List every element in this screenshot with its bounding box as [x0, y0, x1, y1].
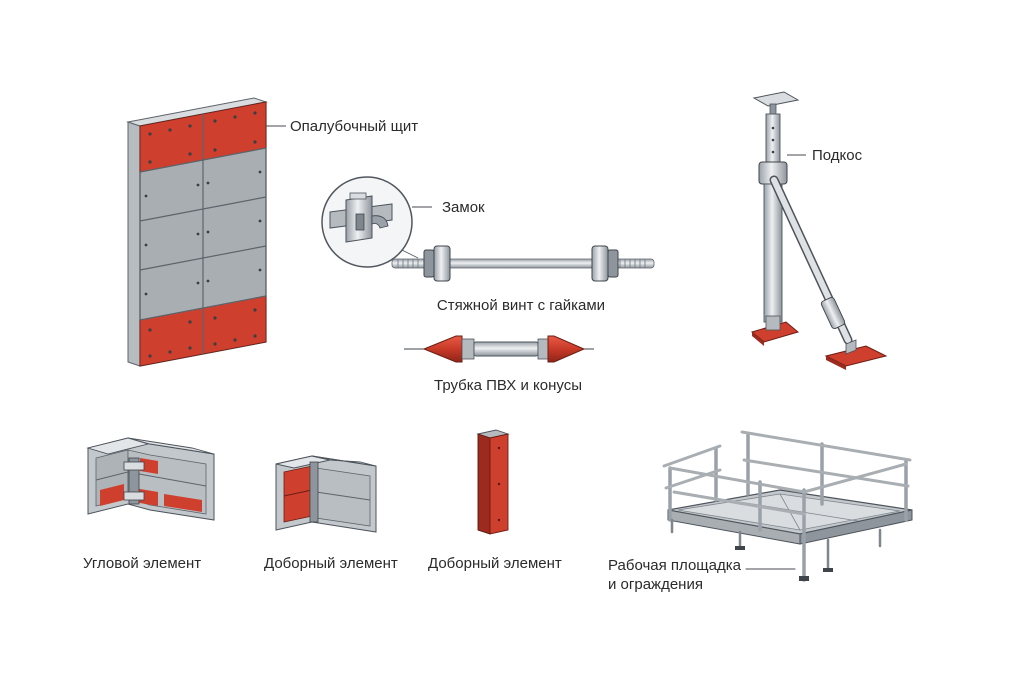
- lock-illustration: [321, 176, 432, 268]
- label-lock: Замок: [442, 199, 485, 216]
- label-platform: Рабочая площадка и ограждения: [608, 557, 741, 593]
- label-formwork-panel: Опалубочный щит: [290, 118, 419, 135]
- label-filler-element-2: Доборный элемент: [428, 555, 562, 572]
- corner-element-illustration: [86, 437, 215, 521]
- tie-rod-illustration: [391, 245, 655, 282]
- platform-illustration: [662, 430, 913, 582]
- filler-element-1-illustration: [275, 455, 377, 533]
- formwork-panel-illustration: [126, 97, 286, 367]
- brace-illustration: [750, 91, 888, 370]
- label-corner-element: Угловой элемент: [83, 555, 202, 572]
- label-tie-rod: Стяжной винт с гайками: [436, 297, 606, 314]
- pvc-tube-illustration: [404, 335, 594, 363]
- label-filler-element-1: Доборный элемент: [264, 555, 398, 572]
- label-brace: Подкос: [812, 147, 863, 164]
- filler-element-2-illustration: [476, 429, 510, 535]
- label-pvc-tube: Трубка ПВХ и конусы: [434, 377, 582, 394]
